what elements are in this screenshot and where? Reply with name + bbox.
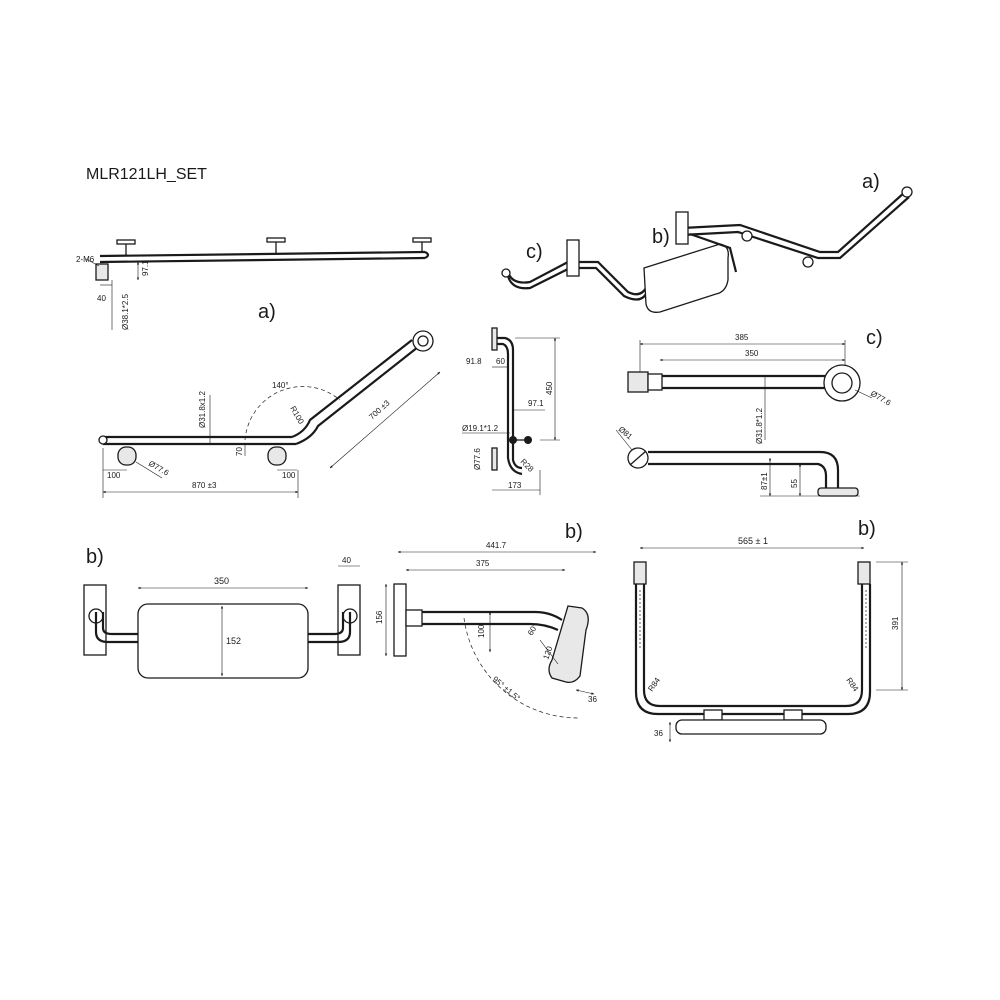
iso-post-a <box>675 211 689 245</box>
b-side-view: 441.7 375 156 100 60° 120 95° ±1.5° 36 <box>375 541 597 719</box>
top-end-flange <box>95 263 109 281</box>
a-side-radius-label: R28 <box>519 457 536 474</box>
top-bracket-3 <box>412 237 432 243</box>
b-front-d40-label: 40 <box>342 556 351 565</box>
top-thread-label: 2-M6 <box>76 255 95 264</box>
a-flange-right <box>267 446 287 466</box>
a-angle-label: 140° <box>272 381 289 390</box>
a-side-tube-label: Ø19.1*1.2 <box>462 424 499 433</box>
top-view-grab-bar: 2-M6 97.1 40 Ø38.1*2.5 <box>76 237 432 330</box>
c-tube-label: Ø31.8*1.2 <box>755 407 764 444</box>
b-top-d36-label: 36 <box>654 729 663 738</box>
a-d100-left-label: 100 <box>107 471 121 480</box>
a-total-length-label: 870 ±3 <box>192 481 217 490</box>
b-side-wall-plate <box>393 583 407 657</box>
label-b-iso: b) <box>652 226 670 248</box>
a-flange-left <box>117 446 137 466</box>
isometric-assembly: a) b) c) <box>501 171 913 313</box>
a-front-view: 140° R100 Ø31.8x1.2 700 ±3 70 100 100 Ø7… <box>98 330 441 498</box>
label-a-iso: a) <box>862 171 880 193</box>
label-c: c) <box>866 327 883 349</box>
b-top-left-mount <box>633 561 647 585</box>
a-flange-label: Ø77.6 <box>147 459 171 478</box>
b-top-d391-label: 391 <box>891 616 900 630</box>
b-top-view: 565 ± 1 391 R84 R84 36 <box>633 536 908 743</box>
b-side-d441-label: 441.7 <box>486 541 507 550</box>
b-side-d120-label: 120 <box>541 645 554 661</box>
top-tube-label: Ø38.1*2.5 <box>121 293 130 330</box>
a-tube-label: Ø31.8x1.2 <box>198 391 207 428</box>
b-top-r-right-label: R84 <box>844 676 860 694</box>
label-c-iso: c) <box>526 241 543 263</box>
a-side-d450-label: 450 <box>545 381 554 395</box>
a-radius-label: R100 <box>288 405 306 427</box>
label-b-top: b) <box>858 518 876 540</box>
b-side-angle-label: 95° ±1.5° <box>491 675 522 703</box>
b-front-seat-pad <box>137 603 309 679</box>
c-d350-label: 350 <box>745 349 759 358</box>
label-b-side: b) <box>565 521 583 543</box>
top-d40-label: 40 <box>97 294 106 303</box>
a-side-d97-label: 97.1 <box>528 399 544 408</box>
drawing-title: MLR121LH_SET <box>86 166 207 183</box>
label-b-front: b) <box>86 546 104 568</box>
b-front-d152-label: 152 <box>226 636 241 646</box>
a-upper-flange <box>412 330 434 352</box>
b-side-d156-label: 156 <box>375 610 384 624</box>
iso-post-c <box>566 239 580 277</box>
b-side-d100-label: 100 <box>477 624 486 638</box>
top-bracket-1 <box>116 239 136 245</box>
c-flange-label: Ø77.6 <box>869 389 893 408</box>
b-front-view: 350 40 152 <box>83 556 361 679</box>
b-side-d375-label: 375 <box>476 559 490 568</box>
c-d385-label: 385 <box>735 333 749 342</box>
a-arm-length-label: 700 ±3 <box>367 398 392 421</box>
c-d81-label: Ø81 <box>617 425 635 442</box>
a-d100-right-label: 100 <box>282 471 296 480</box>
a-side-top-flange <box>491 327 498 351</box>
top-d97-label: 97.1 <box>141 260 150 276</box>
c-base-flange <box>817 487 859 497</box>
c-end-block <box>627 371 649 393</box>
b-side-seat-pad <box>548 605 589 684</box>
a-side-d60-label: 60 <box>496 357 505 366</box>
top-bracket-2 <box>266 237 286 243</box>
c-flange <box>823 364 861 402</box>
a-side-flange-label: Ø77.6 <box>473 448 482 470</box>
a-side-d91-label: 91.8 <box>466 357 482 366</box>
b-top-r-left-label: R84 <box>646 676 662 694</box>
a-side-view: 91.8 60 450 97.1 Ø19.1*1.2 Ø77.6 R28 173 <box>462 327 560 495</box>
b-top-seat-edge <box>675 719 827 735</box>
label-a-front: a) <box>258 301 276 323</box>
c-view: 385 350 Ø77.6 Ø31.8*1.2 Ø81 87±1 55 <box>615 333 893 497</box>
a-side-d173-label: 173 <box>508 481 522 490</box>
c-d87-label: 87±1 <box>760 472 769 490</box>
b-front-d350-label: 350 <box>214 576 229 586</box>
a-side-bottom-flange <box>491 447 498 471</box>
a-d70-label: 70 <box>235 447 244 456</box>
iso-seat-pad <box>643 243 729 313</box>
b-side-d36-label: 36 <box>588 695 597 704</box>
b-top-right-mount <box>857 561 871 585</box>
b-top-d565-label: 565 ± 1 <box>738 536 768 546</box>
c-d55-label: 55 <box>790 479 799 488</box>
